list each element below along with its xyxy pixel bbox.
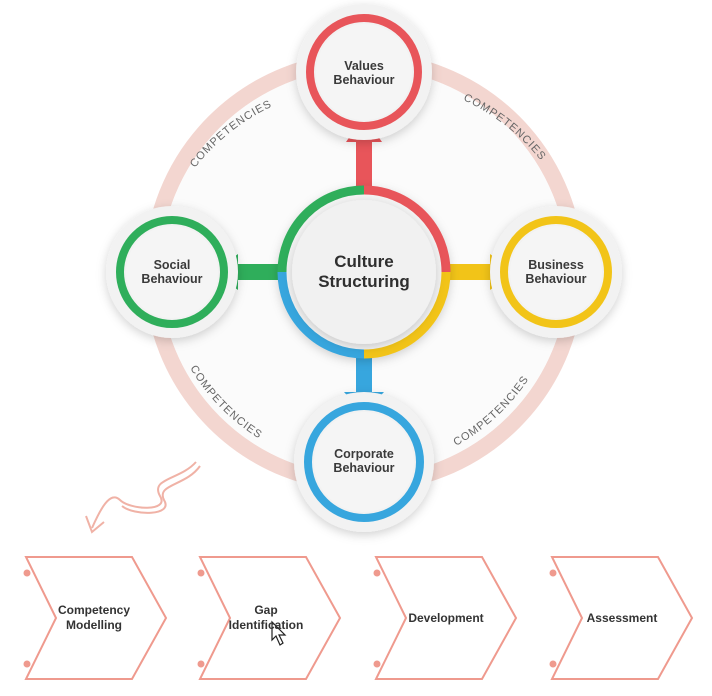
node-social <box>106 206 238 338</box>
step-2-line1: Gap <box>254 603 278 617</box>
process-step-1 <box>23 556 168 680</box>
hub-arc-green <box>277 185 365 273</box>
step-1-line2: Modelling <box>66 618 122 632</box>
node-social-label: Social Behaviour <box>122 257 222 287</box>
process-step-3 <box>373 556 518 680</box>
step-3-line1: Development <box>408 610 484 625</box>
process-step-2 <box>197 556 342 680</box>
node-values-label: Values Behaviour <box>314 58 414 88</box>
mouse-cursor-icon <box>271 620 287 646</box>
node-business-line2: Behaviour <box>525 272 587 286</box>
node-corporate <box>294 392 434 532</box>
hub-arc-blue <box>277 271 365 359</box>
step-1-line1: Competency <box>57 603 131 617</box>
center-label: Culture Structuring <box>294 250 434 294</box>
step-4-line1: Assessment <box>586 610 658 625</box>
node-corporate-line1: Corporate <box>334 447 394 461</box>
node-social-line1: Social <box>153 258 191 272</box>
node-business-line1: Business <box>528 258 584 272</box>
process-step-4 <box>549 556 694 680</box>
node-business-label: Business Behaviour <box>506 257 606 287</box>
node-business <box>490 206 622 338</box>
center-label-line1: Culture <box>334 252 394 271</box>
swirl-arrow-icon <box>85 461 201 534</box>
node-values <box>296 4 432 140</box>
process-step-1-label: Competency Modelling <box>36 600 152 636</box>
process-step-2-label: Gap Identification <box>206 600 326 636</box>
hub-arc-yellow <box>363 271 451 359</box>
center-label-line2: Structuring <box>318 272 410 291</box>
node-corporate-line2: Behaviour <box>333 461 395 475</box>
node-social-line2: Behaviour <box>141 272 203 286</box>
center-hub-inner <box>292 200 436 344</box>
process-step-4-label: Assessment <box>562 602 682 634</box>
step-2-line2: Identification <box>228 618 304 632</box>
node-corporate-label: Corporate Behaviour <box>314 446 414 476</box>
process-step-3-label: Development <box>386 602 506 634</box>
hub-arc-red <box>363 185 451 273</box>
node-values-line2: Behaviour <box>333 73 395 87</box>
node-values-line1: Values <box>344 59 384 73</box>
